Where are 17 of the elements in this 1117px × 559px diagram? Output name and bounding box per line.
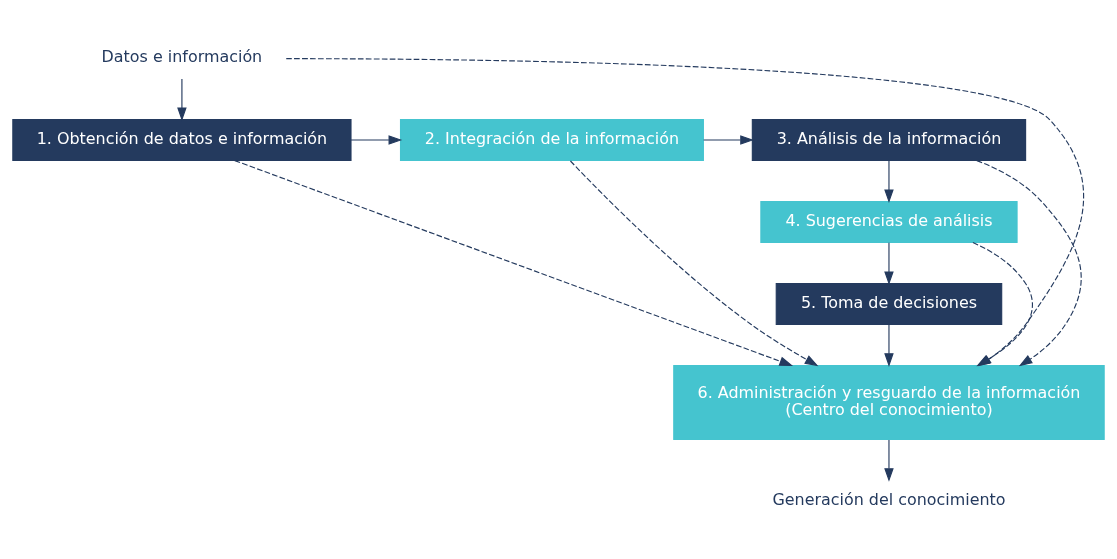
node-box: 3. Análisis de la información (751, 118, 1027, 162)
arrow (703, 135, 754, 145)
arrow (884, 324, 894, 367)
node-box: 2. Integración de la información (399, 118, 704, 162)
arrow (234, 160, 794, 367)
arrow (350, 135, 403, 145)
arrow (884, 242, 894, 286)
arrow (177, 78, 187, 122)
arrow (884, 439, 894, 482)
node-text: Datos e información (101, 47, 263, 67)
arrow (569, 160, 819, 367)
node-box: 1. Obtención de datos e información (12, 118, 352, 162)
node-text: Generación del conocimiento (772, 490, 1006, 510)
node-box: 6. Administración y resguardo de la información (Centro del conocimiento) (673, 364, 1105, 441)
node-box: 4. Sugerencias de análisis (760, 200, 1018, 244)
arrow (884, 160, 894, 204)
node-box: 5. Toma de decisiones (775, 282, 1003, 326)
